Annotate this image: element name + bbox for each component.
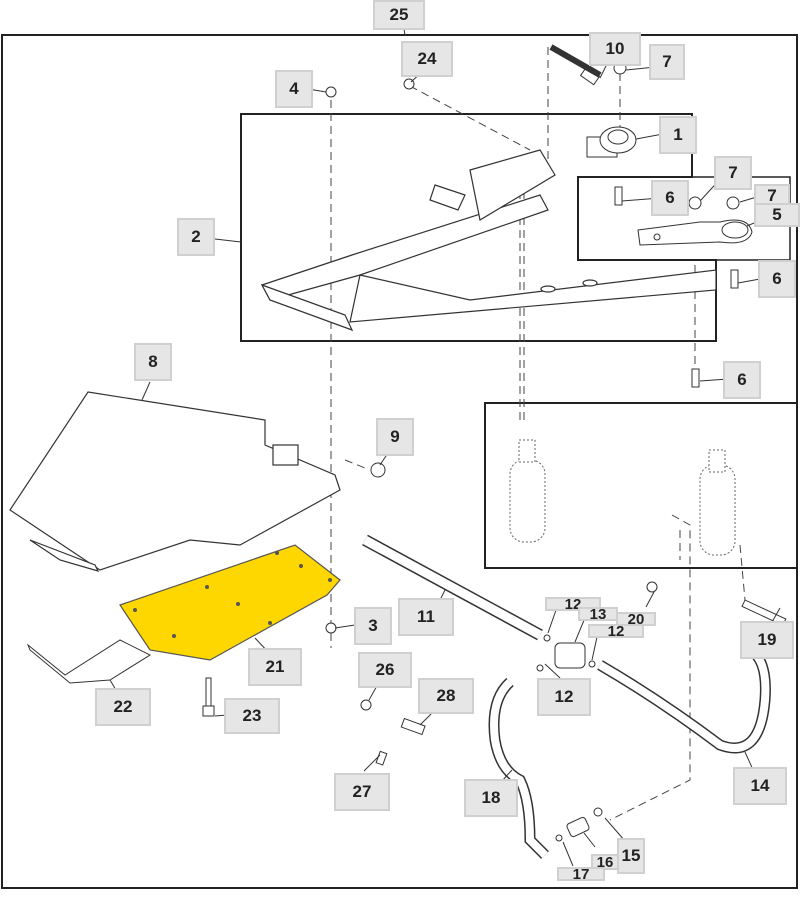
frame-weldment bbox=[260, 149, 717, 332]
callout-16[interactable]: 16 bbox=[591, 854, 619, 871]
callout-12-right[interactable]: 12 bbox=[588, 623, 644, 640]
callout-23[interactable]: 23 bbox=[224, 698, 280, 734]
callout-2[interactable]: 2 bbox=[177, 218, 215, 256]
fitting-16 bbox=[555, 807, 603, 842]
link-arm-part bbox=[637, 219, 753, 246]
callout-5[interactable]: 5 bbox=[754, 203, 800, 227]
callout-25[interactable]: 25 bbox=[373, 0, 425, 30]
callout-20[interactable]: 20 bbox=[616, 611, 656, 628]
callout-10[interactable]: 10 bbox=[589, 32, 641, 66]
callout-4[interactable]: 4 bbox=[275, 70, 313, 108]
callout-6-upper[interactable]: 6 bbox=[651, 180, 689, 216]
callout-27[interactable]: 27 bbox=[334, 773, 390, 811]
callout-1[interactable]: 1 bbox=[659, 116, 697, 154]
callout-6-mid[interactable]: 6 bbox=[758, 260, 796, 298]
callout-15[interactable]: 15 bbox=[617, 838, 645, 874]
callout-19[interactable]: 19 bbox=[740, 621, 794, 659]
callout-28[interactable]: 28 bbox=[418, 678, 474, 714]
hose-14 bbox=[597, 645, 771, 754]
hose-18 bbox=[488, 677, 549, 859]
callout-21[interactable]: 21 bbox=[248, 648, 302, 686]
callout-3[interactable]: 3 bbox=[354, 607, 392, 645]
skid-part bbox=[26, 639, 152, 684]
cylinder-pins bbox=[509, 439, 736, 556]
callout-9[interactable]: 9 bbox=[376, 418, 414, 456]
callout-26[interactable]: 26 bbox=[358, 652, 412, 688]
callout-7[interactable]: 7 bbox=[649, 44, 685, 80]
bottom-plate-part-21 bbox=[119, 544, 341, 661]
callout-14[interactable]: 14 bbox=[733, 767, 787, 805]
callout-12-bottom[interactable]: 12 bbox=[537, 678, 591, 716]
rivet-part bbox=[202, 677, 215, 717]
callout-18[interactable]: 18 bbox=[464, 779, 518, 817]
callout-6-lower[interactable]: 6 bbox=[723, 361, 761, 399]
callout-8[interactable]: 8 bbox=[134, 343, 172, 381]
callout-22[interactable]: 22 bbox=[95, 688, 151, 726]
callout-17[interactable]: 17 bbox=[557, 866, 605, 883]
bushing-part bbox=[586, 126, 637, 158]
highlighted-plate bbox=[119, 544, 341, 661]
hose-11 bbox=[362, 534, 543, 641]
side-shield-part bbox=[9, 391, 341, 572]
callout-13[interactable]: 13 bbox=[578, 606, 618, 623]
callout-7-mid[interactable]: 7 bbox=[714, 156, 752, 190]
callout-24[interactable]: 24 bbox=[401, 41, 453, 77]
callout-11[interactable]: 11 bbox=[398, 598, 454, 636]
tee-fitting bbox=[536, 634, 596, 672]
